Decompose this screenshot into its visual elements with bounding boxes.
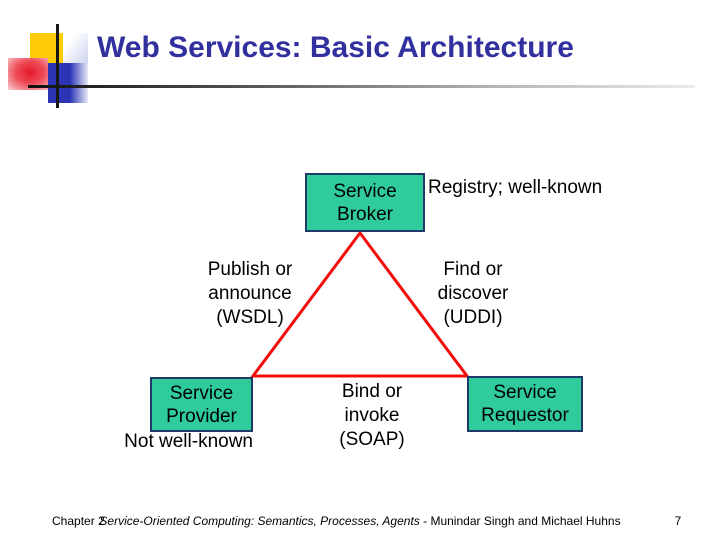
edge-label-line: Publish or	[207, 259, 293, 280]
edge-label-bind: Bind or invoke (SOAP)	[297, 380, 447, 452]
triangle-outline	[250, 230, 470, 378]
node-label-line: Service	[493, 382, 557, 403]
edge-label-line: announce	[208, 283, 292, 304]
node-label-line: Provider	[166, 405, 237, 427]
edge-label-line: Find or	[443, 259, 503, 280]
footer-citation: Service-Oriented Computing: Semantics, P…	[0, 514, 720, 528]
footer-chapter: Chapter 2	[52, 514, 105, 528]
node-label-line: Service	[333, 180, 397, 202]
node-service-provider: Service Provider	[150, 377, 253, 432]
decor-vertical-line	[56, 24, 59, 108]
node-service-broker: Service Broker	[305, 173, 425, 232]
node-service-requestor: Service Requestor	[467, 376, 583, 432]
footer-authors: - Munindar Singh and Michael Huhns	[419, 514, 621, 528]
decor-red-square	[8, 58, 48, 90]
edge-label-line: (UDDI)	[443, 307, 503, 328]
slide-title: Web Services: Basic Architecture	[97, 31, 574, 64]
node-label-line: Requestor	[481, 405, 569, 426]
broker-annotation: Registry; well-known	[428, 177, 603, 198]
edge-label-line: invoke	[344, 405, 400, 426]
footer-book-title: Service-Oriented Computing: Semantics, P…	[99, 514, 420, 528]
node-label-line: Broker	[337, 203, 393, 225]
edge-label-line: Bind or	[341, 381, 403, 402]
edge-label-line: (WSDL)	[216, 307, 284, 328]
provider-annotation: Not well-known	[124, 431, 253, 452]
node-label-line: Service	[169, 382, 234, 404]
decor-blue-square	[48, 63, 88, 103]
decor-haze-square	[63, 33, 88, 64]
edge-label-find: Find or discover (UDDI)	[398, 258, 548, 330]
title-divider-rule	[28, 85, 695, 88]
edge-label-publish: Publish or announce (WSDL)	[175, 258, 325, 330]
edge-label-line: (SOAP)	[339, 429, 405, 450]
edge-label-line: discover	[437, 283, 509, 304]
footer-page-number: 7	[674, 514, 682, 528]
